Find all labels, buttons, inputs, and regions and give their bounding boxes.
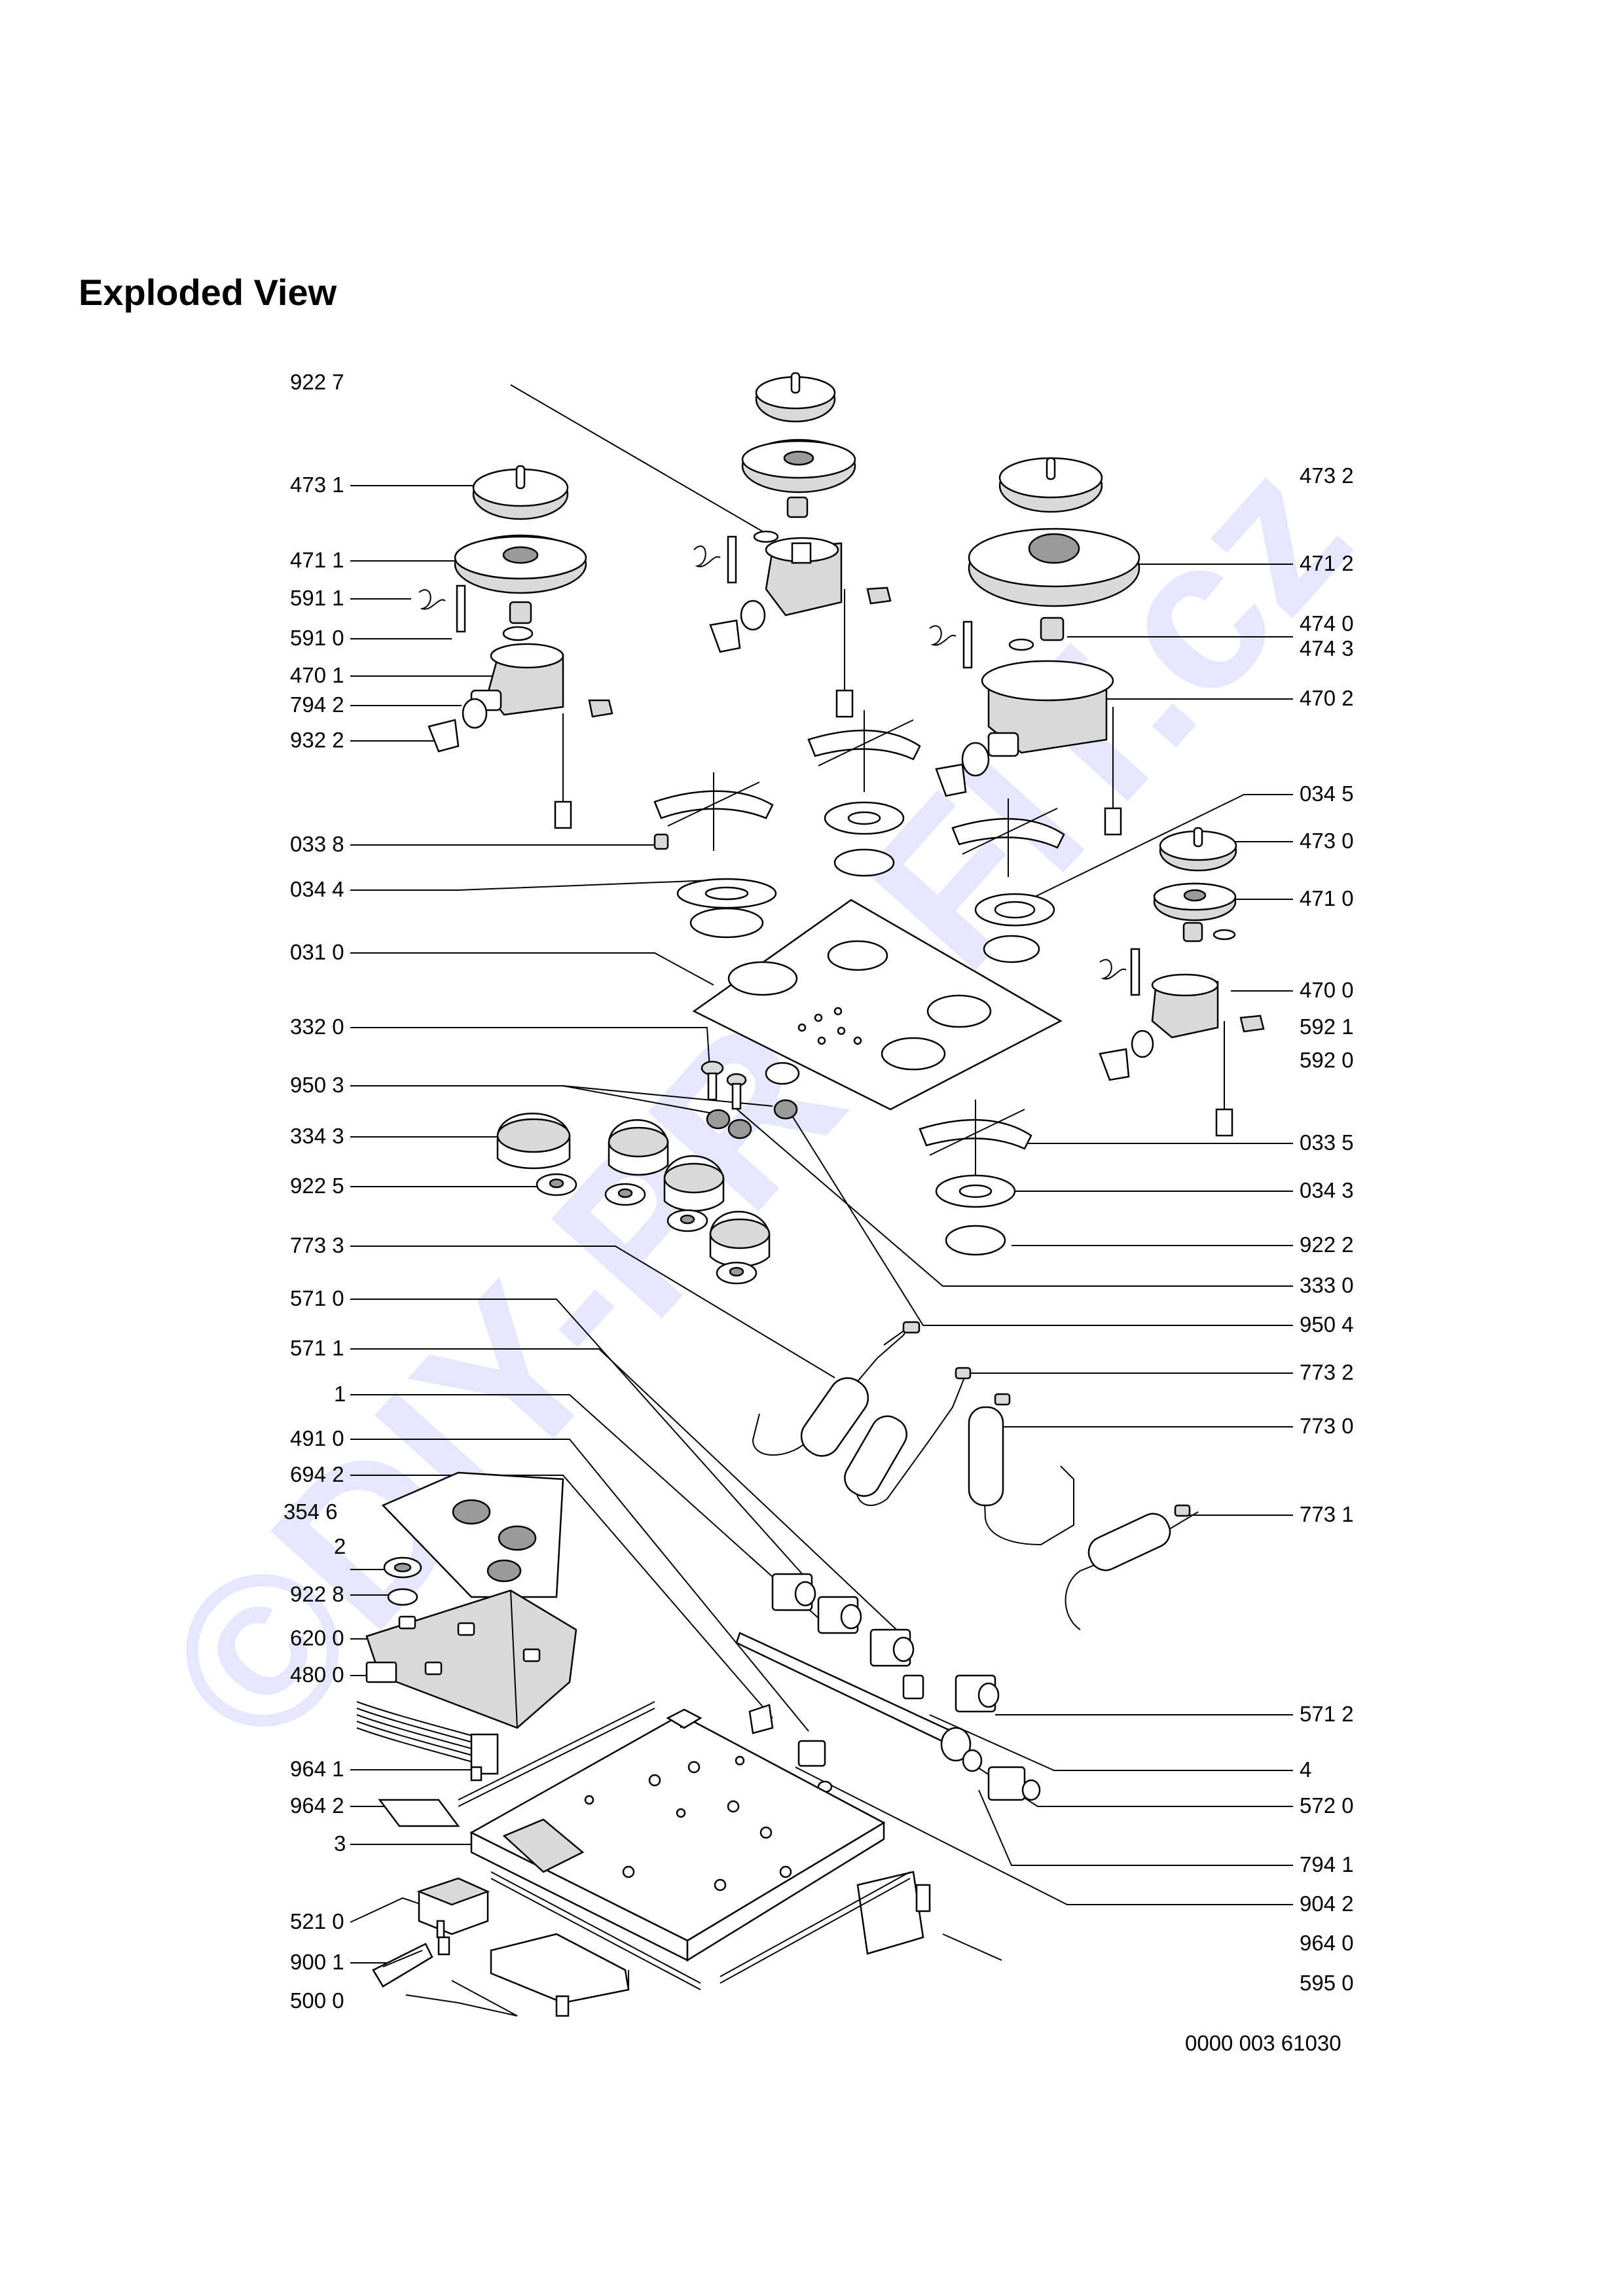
callout-950-3: 950 3 <box>290 1073 344 1097</box>
callout-4: 4 <box>1300 1757 1311 1782</box>
callout-591-1: 591 1 <box>290 586 344 610</box>
callout-595-0: 595 0 <box>1300 1971 1354 1995</box>
callout-922-5: 922 5 <box>290 1174 344 1198</box>
callout-694-2: 694 2 <box>290 1462 344 1486</box>
callout-474-0: 474 0 <box>1300 611 1354 636</box>
callout-333-0: 333 0 <box>1300 1273 1354 1297</box>
callout-571-2: 571 2 <box>1300 1702 1354 1726</box>
callout-950-4: 950 4 <box>1300 1312 1354 1336</box>
trims-and-seals <box>653 801 1055 1256</box>
document-number: 0000 003 61030 <box>1185 2031 1341 2055</box>
callout-773-3: 773 3 <box>290 1233 344 1257</box>
callout-1: 1 <box>334 1382 346 1406</box>
callout-904-2: 904 2 <box>1300 1892 1354 1916</box>
callout-964-0: 964 0 <box>1300 1931 1354 1955</box>
callout-964-2: 964 2 <box>290 1793 344 1818</box>
callout-500-0: 500 0 <box>290 1988 344 2013</box>
callout-033-8: 033 8 <box>290 832 344 856</box>
callout-620-0: 620 0 <box>290 1626 344 1650</box>
callout-932-2: 932 2 <box>290 728 344 752</box>
leader-lines <box>350 384 1293 2017</box>
callout-354-6: 354 6 <box>283 1499 338 1524</box>
callout-labels: 922 7 473 1 471 1 591 1 591 0 470 1 794 … <box>283 370 1354 2055</box>
callout-571-1: 571 1 <box>290 1336 344 1360</box>
callout-473-1: 473 1 <box>290 473 344 497</box>
callout-964-1: 964 1 <box>290 1757 344 1781</box>
callout-773-2: 773 2 <box>1300 1360 1354 1384</box>
control-module <box>356 1471 577 1827</box>
callout-034-4: 034 4 <box>290 877 344 901</box>
callout-3: 3 <box>334 1831 346 1856</box>
callout-033-5: 033 5 <box>1300 1130 1354 1155</box>
callout-031-0: 031 0 <box>290 940 344 964</box>
hob-plate <box>692 899 1063 1111</box>
callout-900-1: 900 1 <box>290 1950 344 1974</box>
callout-922-2: 922 2 <box>1300 1232 1354 1257</box>
callout-473-2: 473 2 <box>1300 463 1354 488</box>
callout-794-1: 794 1 <box>1300 1852 1354 1876</box>
burner-center <box>693 372 892 718</box>
callout-471-2: 471 2 <box>1300 551 1354 575</box>
callout-794-2: 794 2 <box>290 692 344 717</box>
callout-773-1: 773 1 <box>1300 1502 1354 1526</box>
callout-922-7: 922 7 <box>290 370 344 394</box>
callout-922-8: 922 8 <box>290 1582 344 1606</box>
callout-592-0: 592 0 <box>1300 1048 1354 1072</box>
callout-473-0: 473 0 <box>1300 829 1354 853</box>
callout-332-0: 332 0 <box>290 1014 344 1039</box>
callout-470-0: 470 0 <box>1300 978 1354 1002</box>
gas-pipes <box>752 1321 1199 1630</box>
callout-334-3: 334 3 <box>290 1124 344 1148</box>
callout-471-1: 471 1 <box>290 548 344 572</box>
electrical-components <box>372 1877 630 2017</box>
callout-2: 2 <box>334 1534 346 1558</box>
callout-572-0: 572 0 <box>1300 1793 1354 1818</box>
burner-left <box>418 465 613 829</box>
callout-471-0: 471 0 <box>1300 886 1354 910</box>
callout-034-5: 034 5 <box>1300 781 1354 806</box>
control-knobs <box>496 1060 800 1285</box>
callout-521-0: 521 0 <box>290 1909 344 1933</box>
pan-supports <box>653 710 1065 1178</box>
base-tray <box>458 1701 911 1990</box>
page-title: Exploded View <box>79 272 337 313</box>
burner-right-small <box>1099 827 1265 1137</box>
callout-034-3: 034 3 <box>1300 1178 1354 1202</box>
callout-470-2: 470 2 <box>1300 686 1354 710</box>
manifold-and-valves <box>735 1573 1041 1955</box>
callout-474-3: 474 3 <box>1300 636 1354 660</box>
callout-773-0: 773 0 <box>1300 1414 1354 1438</box>
burner-right-large <box>929 457 1140 836</box>
callout-470-1: 470 1 <box>290 663 344 687</box>
callout-480-0: 480 0 <box>290 1662 344 1687</box>
callout-591-0: 591 0 <box>290 626 344 650</box>
callout-491-0: 491 0 <box>290 1426 344 1450</box>
callout-571-0: 571 0 <box>290 1286 344 1310</box>
callout-592-1: 592 1 <box>1300 1014 1354 1039</box>
